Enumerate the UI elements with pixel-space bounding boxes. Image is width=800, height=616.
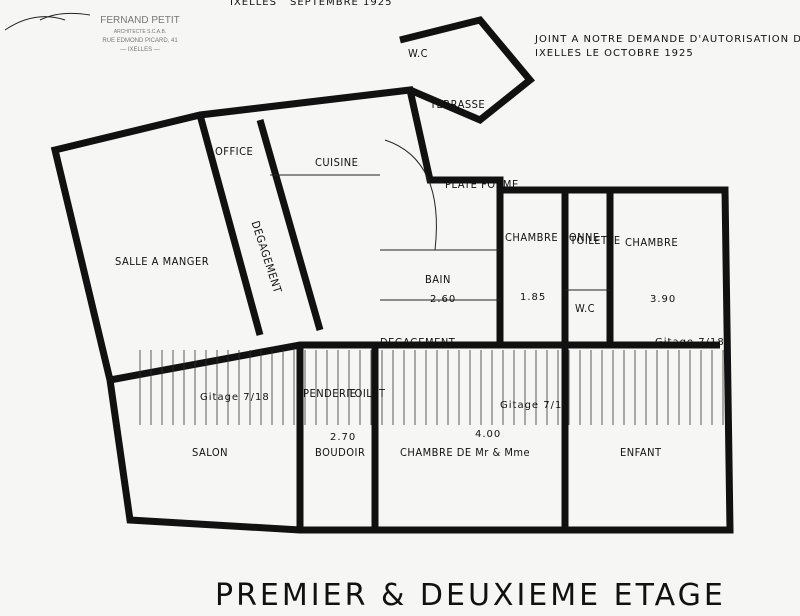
room-toilette: TOILETTE: [569, 234, 621, 247]
room-boudoir: BOUDOIR: [315, 446, 365, 459]
room-chambre-bonne: CHAMBRE BONNE: [505, 231, 600, 244]
stamp-city: — IXELLES —: [120, 47, 160, 53]
room-penderie: PENDERIE: [303, 387, 357, 400]
annotations: Gitage 7/18 Gitage 7/18 Gitage 7/18 4.00…: [200, 292, 725, 443]
stamp-name: FERNAND PETIT: [100, 15, 179, 26]
room-chambre-mme: CHAMBRE DE Mr & Mme: [400, 446, 530, 459]
dimension: 3.90: [650, 294, 676, 305]
room-salle-a-manger: SALLE A MANGER: [115, 255, 209, 268]
dimension: 2.60: [430, 294, 456, 305]
room-plate-forme: PLATE FORME: [445, 178, 519, 191]
room-toilet: TOILET: [347, 387, 386, 400]
room-degagement: DEGAGEMENT: [380, 336, 456, 349]
room-bain: BAIN: [425, 273, 451, 286]
room-office: OFFICE: [215, 145, 253, 158]
signature: [4, 12, 91, 31]
authorization-note-line1: JOINT A NOTRE DEMANDE D'AUTORISATION DE …: [534, 34, 800, 45]
room-chambre: CHAMBRE: [625, 236, 678, 249]
header-month: SEPTEMBRE 1925: [290, 0, 393, 8]
room-cuisine: CUISINE: [315, 156, 358, 169]
header-place: IXELLES: [230, 0, 277, 8]
authorization-note-line2: IXELLES LE OCTOBRE 1925: [535, 48, 694, 59]
dimension: 2.70: [330, 432, 356, 443]
architect-stamp: FERNAND PETIT ARCHITECTE S.C.A.B. RUE ED…: [100, 15, 179, 53]
room-wc-top: W.C: [408, 47, 428, 60]
stamp-street: RUE EDMOND PICARD, 41: [102, 38, 178, 44]
stamp-title: ARCHITECTE S.C.A.B.: [114, 29, 167, 35]
joist-note: Gitage 7/18: [200, 392, 270, 403]
drawing-title: PREMIER & DEUXIEME ETAGE: [215, 578, 726, 613]
floor-joists: [139, 350, 724, 425]
room-terrasse: TERRASSE: [429, 98, 485, 111]
room-enfant: ENFANT: [620, 446, 662, 459]
room-degagement-left: DEGAGEMENT: [249, 219, 285, 295]
room-salon: SALON: [192, 446, 228, 459]
room-wc-right: W.C: [575, 302, 595, 315]
dimension: 4.00: [475, 429, 501, 440]
joist-note: Gitage 7/18: [655, 337, 725, 348]
joist-note: Gitage 7/18: [500, 400, 570, 411]
dimension: 1.85: [520, 292, 546, 303]
